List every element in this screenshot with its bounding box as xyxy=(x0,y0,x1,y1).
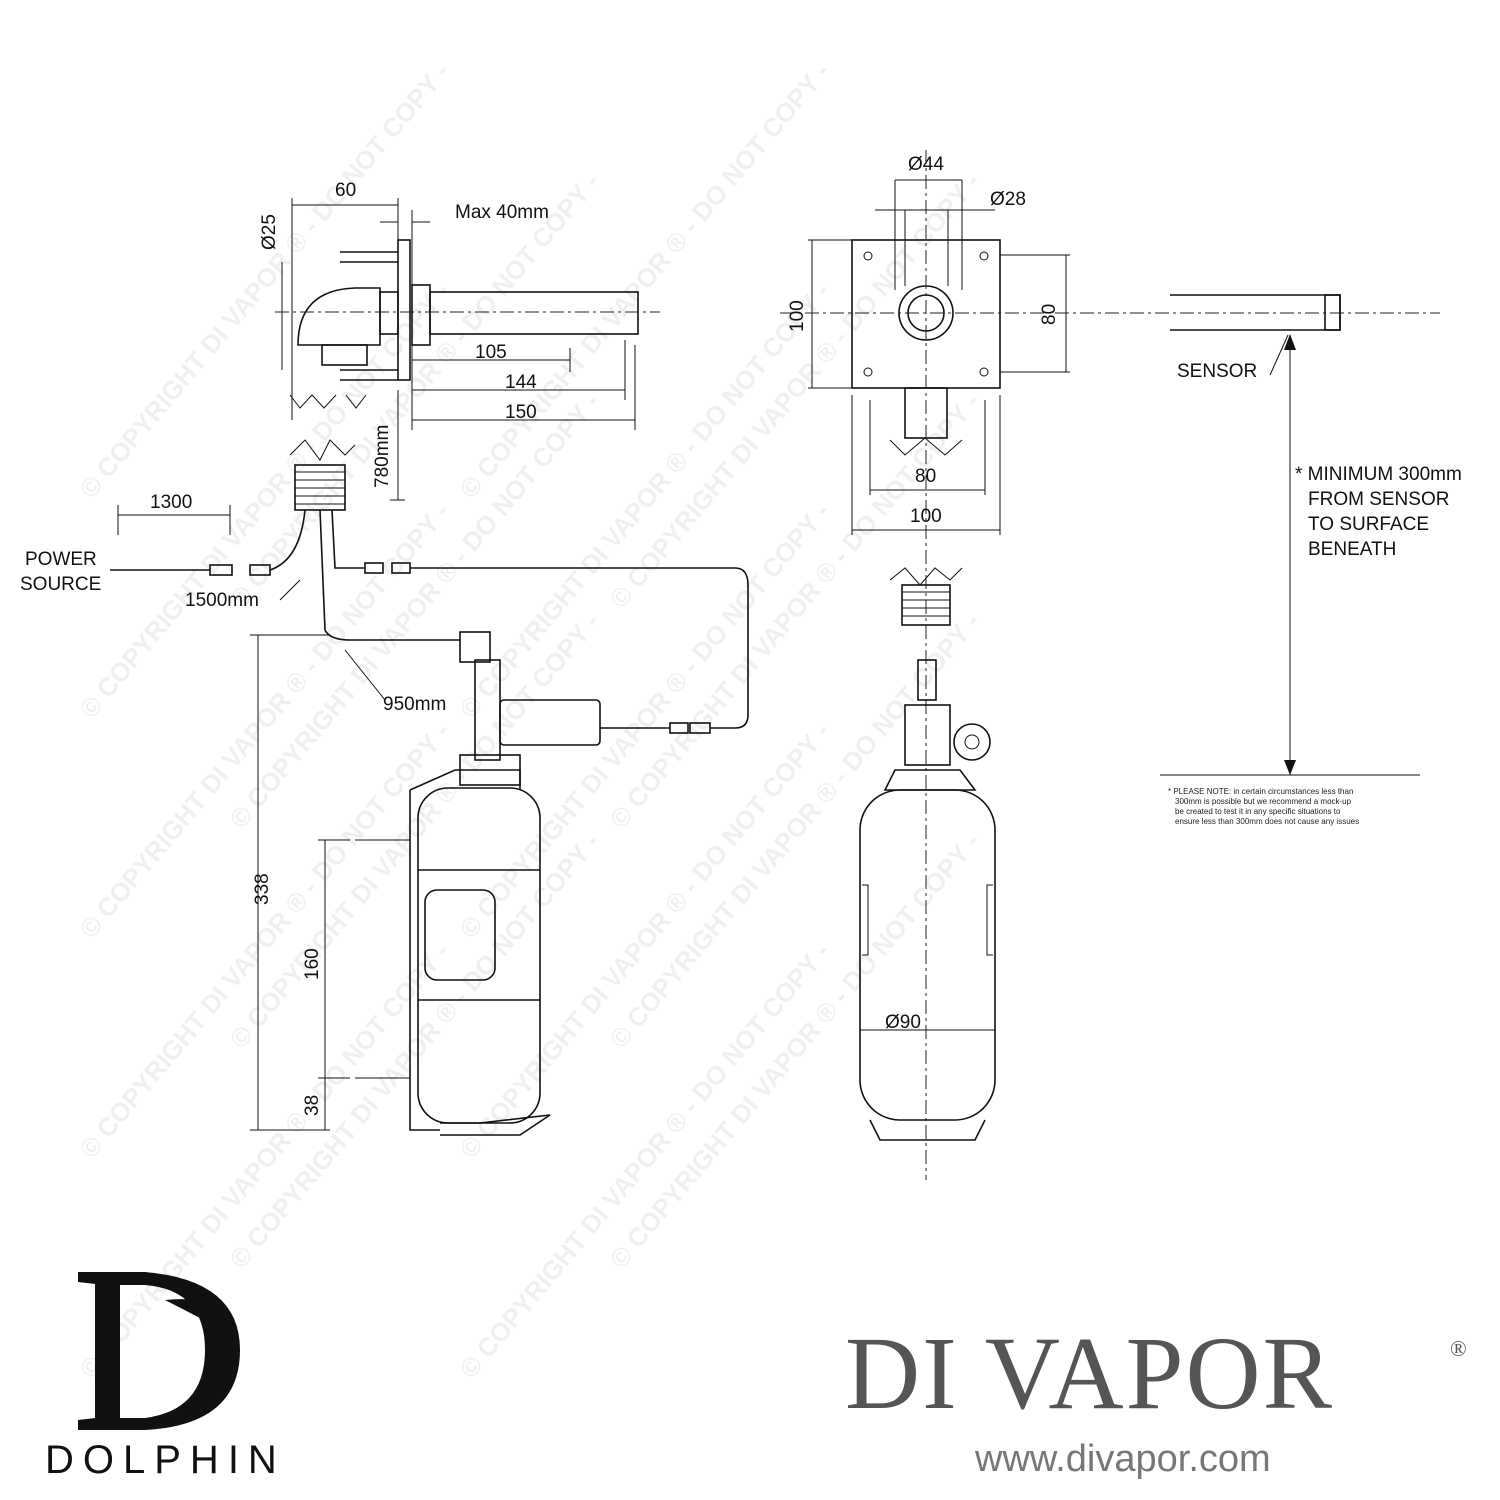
front-view-plate xyxy=(780,150,1440,1180)
power-source-line1: POWER xyxy=(25,549,97,570)
divapor-logo: DI VAPOR xyxy=(845,1316,1334,1431)
side-view-tank xyxy=(250,631,601,1136)
dolphin-logo xyxy=(78,1272,240,1430)
dim-60: 60 xyxy=(335,180,356,201)
dim-338: 338 xyxy=(252,873,273,905)
dim-950mm: 950mm xyxy=(383,694,446,715)
note-line4: ensure less than 300mm does not cause an… xyxy=(1175,817,1359,826)
dim-100-vertical: 100 xyxy=(787,300,808,332)
sensor-view xyxy=(1160,294,1420,776)
dim-d25: Ø25 xyxy=(259,214,280,250)
dim-1300: 1300 xyxy=(150,492,192,513)
dim-d28: Ø28 xyxy=(990,189,1026,210)
front-view-tank xyxy=(859,567,996,1141)
power-source-line2: SOURCE xyxy=(20,574,101,595)
dim-80-horizontal: 80 xyxy=(915,466,936,487)
registered-mark: ® xyxy=(1450,1336,1467,1361)
dolphin-wordmark: DOLPHIN xyxy=(45,1438,286,1482)
minimum-line4: BENEATH xyxy=(1308,539,1396,560)
note-line1: * PLEASE NOTE: in certain circumstances … xyxy=(1168,787,1353,796)
cables xyxy=(110,439,749,734)
sensor-label: SENSOR xyxy=(1177,361,1257,382)
minimum-line2: FROM SENSOR xyxy=(1308,489,1449,510)
dim-150: 150 xyxy=(505,402,537,423)
website-url[interactable]: www.divapor.com xyxy=(975,1438,1271,1480)
dim-100-horizontal: 100 xyxy=(910,506,942,527)
dim-38: 38 xyxy=(302,1095,323,1116)
dim-80-vertical: 80 xyxy=(1039,304,1060,325)
dim-144: 144 xyxy=(505,372,537,393)
watermark-line: © COPYRIGHT DI VAPOR ® - DO NOT COPY - xyxy=(603,826,985,1273)
dim-160: 160 xyxy=(302,948,323,980)
dim-105: 105 xyxy=(475,342,507,363)
side-view-spout xyxy=(275,239,660,409)
watermark: © COPYRIGHT DI VAPOR ® - DO NOT COPY -© … xyxy=(73,56,985,1383)
dim-max-40mm: Max 40mm xyxy=(455,202,549,223)
minimum-line3: TO SURFACE xyxy=(1308,514,1429,535)
dim-d44: Ø44 xyxy=(908,154,944,175)
minimum-line1: * MINIMUM 300mm xyxy=(1295,464,1462,485)
dim-1500mm: 1500mm xyxy=(185,590,259,611)
note-line3: be created to test it in any specific si… xyxy=(1175,807,1341,816)
side-view-dimensions xyxy=(117,198,636,535)
dim-780mm: 780mm xyxy=(372,425,393,488)
note-line2: 300mm is possible but we recommend a moc… xyxy=(1175,797,1352,806)
dim-d90: Ø90 xyxy=(885,1012,921,1033)
